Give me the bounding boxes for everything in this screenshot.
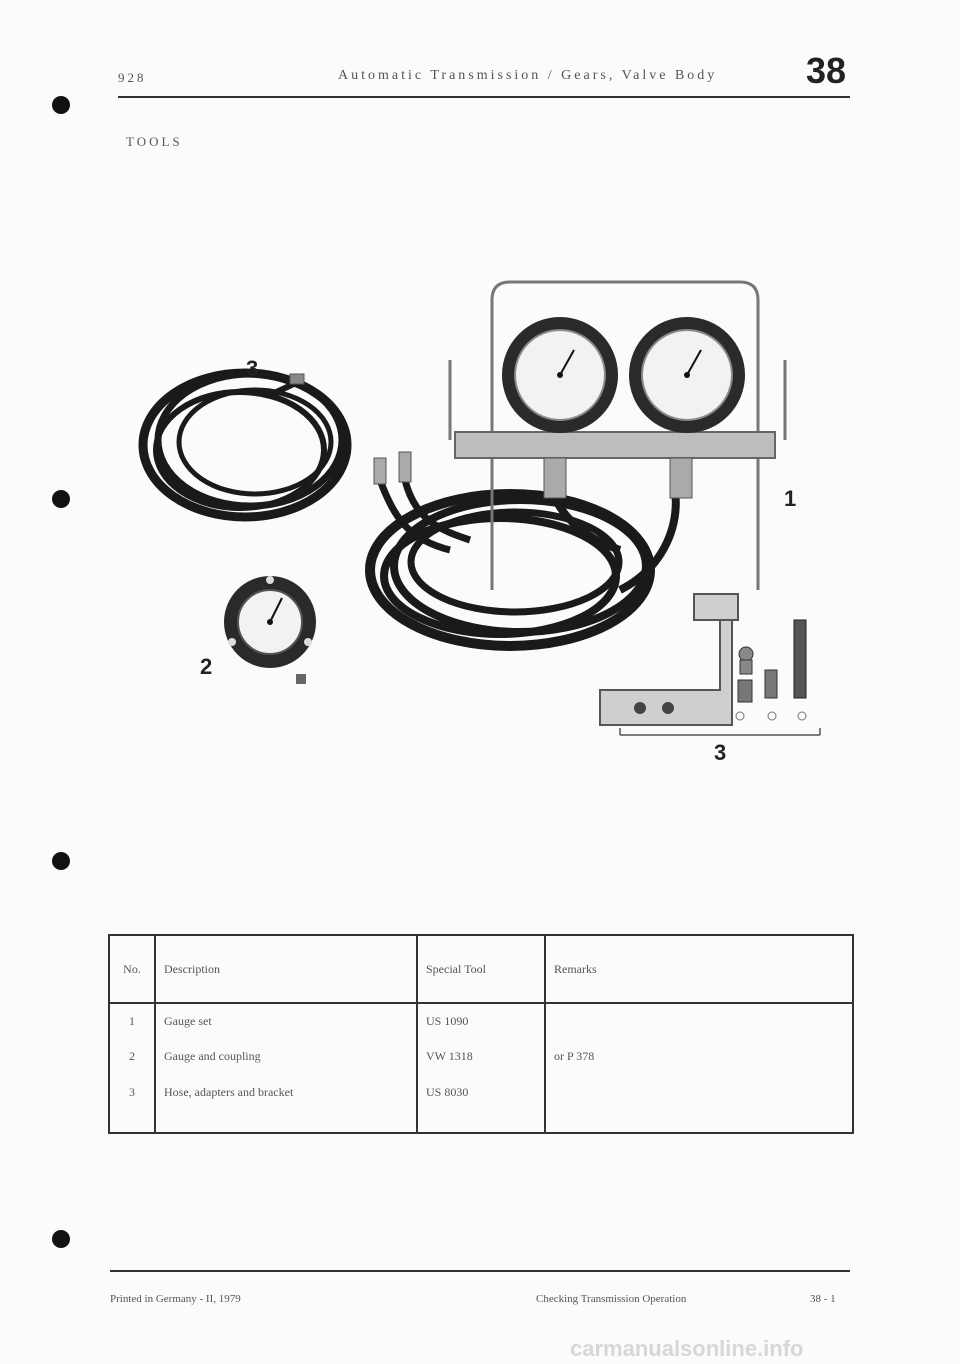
- watermark: carmanualsonline.info: [570, 1336, 804, 1361]
- single-gauge-icon: [224, 576, 316, 684]
- callout-3-bracket: 3: [714, 740, 727, 765]
- row-special-tool: VW 1318: [416, 1039, 546, 1075]
- gauge-set-icon: [448, 280, 787, 590]
- table-row: 2 Gauge and coupling VW 1318 or P 378: [108, 1039, 854, 1075]
- row-special-tool: US 1090: [416, 1003, 546, 1039]
- tools-illustration: [138, 280, 821, 736]
- punch-hole: [52, 852, 70, 870]
- row-no: 1: [108, 1003, 156, 1039]
- table-row: 1 Gauge set US 1090: [108, 1003, 854, 1039]
- footer-printed: Printed in Germany - II, 1979: [110, 1293, 241, 1305]
- row-no: 2: [108, 1039, 156, 1075]
- row-remarks: [544, 1003, 854, 1039]
- table-header-row: No. Description Special Tool Remarks: [108, 934, 854, 1004]
- header-model: 928: [118, 70, 147, 85]
- punch-hole: [52, 490, 70, 508]
- callout-2-gauge: 2: [200, 654, 213, 679]
- row-no: 3: [108, 1075, 156, 1134]
- row-description: Gauge set: [154, 1003, 418, 1039]
- column-header-no: No.: [108, 934, 156, 1004]
- header-group-number: 38: [806, 50, 847, 91]
- column-header-remarks: Remarks: [544, 934, 854, 1004]
- row-description: Gauge and coupling: [154, 1039, 418, 1075]
- column-header-special-tool: Special Tool: [416, 934, 546, 1004]
- header-title: Automatic Transmission / Gears, Valve Bo…: [338, 68, 718, 83]
- table-row: 3 Hose, adapters and bracket US 8030: [108, 1075, 854, 1134]
- coiled-hose-icon: [138, 368, 352, 522]
- callout-1-gauge-set: 1: [784, 486, 797, 511]
- column-header-description: Description: [154, 934, 418, 1004]
- bracket-adapters-icon: [599, 593, 821, 736]
- footer-page-number: 38 - 1: [810, 1293, 836, 1305]
- row-special-tool: US 8030: [416, 1075, 546, 1134]
- callout-3-hose: 3: [246, 356, 259, 381]
- footer-rule: [110, 1270, 850, 1272]
- row-remarks: or P 378: [544, 1039, 854, 1075]
- row-description: Hose, adapters and bracket: [154, 1075, 418, 1134]
- punch-hole: [52, 96, 70, 114]
- row-remarks: [544, 1075, 854, 1134]
- gauge-set-hoses-icon: [365, 451, 680, 651]
- section-title: TOOLS: [126, 134, 183, 149]
- footer-chapter: Checking Transmission Operation: [536, 1293, 687, 1305]
- tools-table: No. Description Special Tool Remarks 1 G…: [108, 934, 854, 1134]
- header-rule: [118, 96, 850, 98]
- punch-hole: [52, 1230, 70, 1248]
